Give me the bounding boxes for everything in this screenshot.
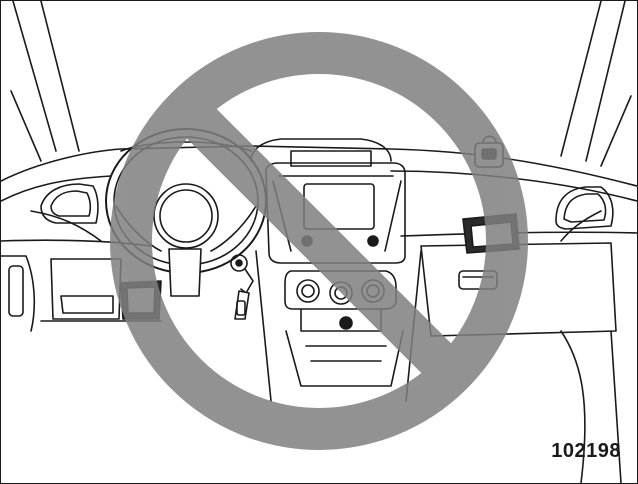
key-fob-icon (230, 254, 254, 320)
windshield-frame (10, 1, 632, 167)
no-symbol-icon (110, 32, 528, 450)
left-air-vent (40, 183, 99, 224)
left-lower-panel (1, 255, 162, 332)
instrument-hood (250, 138, 392, 167)
right-air-vent (555, 186, 614, 230)
figure-number: 102198 (551, 440, 621, 462)
